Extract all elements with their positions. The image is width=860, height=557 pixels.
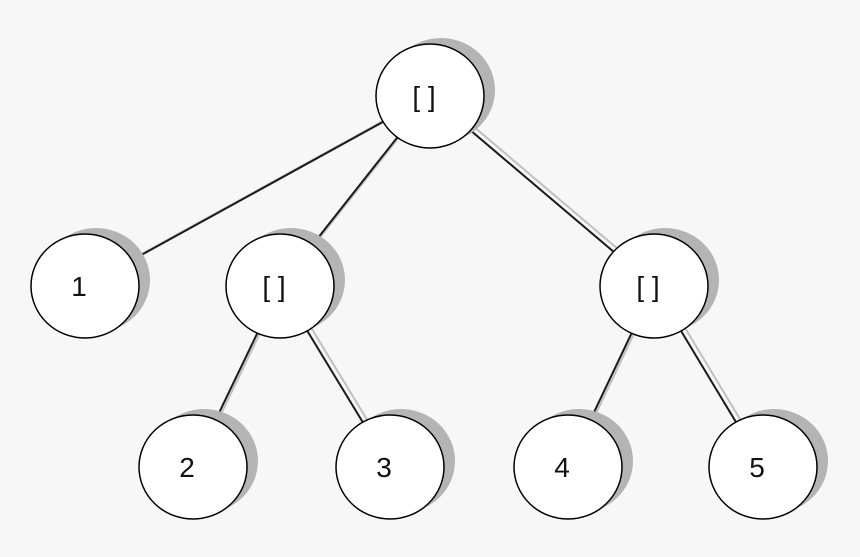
node-label: 2 bbox=[179, 452, 195, 483]
node-circle bbox=[708, 414, 818, 520]
node-circle bbox=[138, 414, 248, 520]
node-root: [ ] bbox=[375, 38, 495, 149]
node-label: 3 bbox=[376, 452, 392, 483]
node-leaf-4: 4 bbox=[513, 409, 633, 520]
node-leaf-3: 3 bbox=[335, 409, 455, 520]
node-circle bbox=[225, 233, 335, 339]
node-label: [ ] bbox=[636, 271, 659, 302]
nodes: [ ] 1 [ ] [ ] 2 3 4 5 bbox=[30, 38, 828, 520]
node-label: [ ] bbox=[412, 81, 435, 112]
node-leaf-5: 5 bbox=[708, 409, 828, 520]
node-label: [ ] bbox=[262, 271, 285, 302]
node-circle bbox=[30, 233, 140, 339]
node-label: 1 bbox=[71, 271, 87, 302]
node-label: 4 bbox=[554, 452, 570, 483]
node-circle bbox=[375, 43, 485, 149]
node-leaf-1: 1 bbox=[30, 228, 150, 339]
node-inner-left: [ ] bbox=[225, 228, 345, 339]
node-inner-right: [ ] bbox=[599, 228, 719, 339]
node-circle bbox=[513, 414, 623, 520]
node-circle bbox=[599, 233, 709, 339]
node-label: 5 bbox=[749, 452, 765, 483]
node-circle bbox=[335, 414, 445, 520]
node-leaf-2: 2 bbox=[138, 409, 258, 520]
